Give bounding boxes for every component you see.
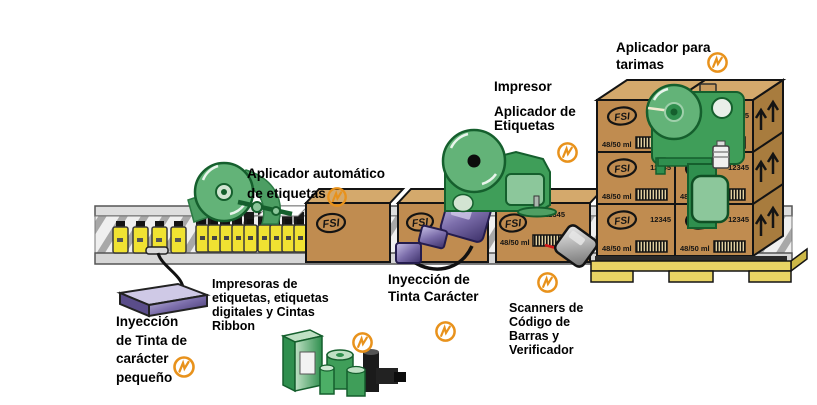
label-printer-applicator: Impresor Aplicador de Etiquetas <box>494 79 576 134</box>
print-head <box>145 246 169 255</box>
box-code: 12345 <box>728 163 749 172</box>
box-volume: 48/50 ml <box>602 244 632 253</box>
box-volume: 48/50 ml <box>500 238 530 247</box>
box-volume: 48/50 ml <box>602 192 632 201</box>
label-printers: Impresoras de etiquetas, etiquetas digit… <box>212 277 329 333</box>
barcode-scanner <box>544 224 599 268</box>
spark-icon <box>172 355 196 384</box>
box-logo: FSI <box>614 163 631 176</box>
label-line: Ribbon <box>212 319 256 333</box>
label-char-inkjet: Inyección de Tinta Carácter <box>388 271 479 305</box>
box-code: 12345 <box>650 215 671 224</box>
label-line: Inyección de <box>388 272 470 287</box>
box-code: 12345 <box>728 215 749 224</box>
label-line: carácter <box>116 351 169 366</box>
small-character-inkjet <box>116 246 211 318</box>
box-logo: FSI <box>614 111 631 124</box>
label-line: de etiquetas <box>247 186 326 201</box>
spark-icon <box>706 51 729 79</box>
printer-applicator-machine <box>441 128 557 218</box>
printer-cable <box>413 245 474 271</box>
label-line: de Tinta de <box>116 332 188 348</box>
pallet-applicator-machine <box>645 83 745 229</box>
box-logo: FSI <box>322 217 341 231</box>
auto-label-applicator-machine <box>187 161 293 225</box>
wooden-pallet <box>590 247 808 283</box>
label-line: Impresoras de <box>212 277 298 291</box>
label-pallet-applicator: Aplicador para tarimas <box>616 39 711 73</box>
label-line: Código de <box>509 315 571 329</box>
label-line: pequeño <box>116 369 173 385</box>
label-scanners: Scanners de Código de Barras y Verificad… <box>509 301 583 357</box>
tamp-pad <box>517 206 557 218</box>
spark-icon <box>556 141 579 169</box>
label-auto-applicator: Aplicador automático de etiquetas <box>247 164 385 204</box>
spark-icon <box>434 320 457 348</box>
applicator-arm <box>237 199 293 217</box>
label-line: Aplicador para <box>616 40 711 55</box>
label-line: Barras y <box>509 329 560 343</box>
label-line: Verificador <box>509 343 574 357</box>
stack-drum <box>712 140 730 169</box>
label-line: etiquetas, etiquetas <box>212 291 329 305</box>
box-volume: 48/50 ml <box>680 244 710 253</box>
label-small-char-inkjet: Inyección de Tinta de carácter pequeño <box>116 313 187 387</box>
spark-icon <box>536 271 559 299</box>
label-line: Impresor <box>494 79 552 94</box>
label-line: Aplicador de <box>494 103 576 119</box>
label-line: Etiquetas <box>494 118 555 133</box>
spark-icon <box>351 331 374 359</box>
label-line: Inyección <box>116 314 179 329</box>
box-logo: FSI <box>504 217 523 231</box>
label-line: tarimas <box>616 57 665 72</box>
this-way-up-icon <box>754 99 780 236</box>
label-line: Aplicador automático <box>247 166 386 181</box>
box-barcode <box>713 240 746 253</box>
label-printers-group <box>280 329 406 397</box>
tamp-pad <box>690 174 730 224</box>
box-barcode <box>635 240 668 253</box>
box-volume: 48/50 ml <box>602 140 632 149</box>
label-line: Scanners de <box>509 301 584 315</box>
bottle-tray <box>195 212 258 253</box>
spark-icon <box>326 186 348 213</box>
label-line: Tinta Carácter <box>388 289 479 304</box>
label-line: digitales y Cintas <box>212 305 315 319</box>
box-barcode <box>635 188 668 201</box>
box-logo: FSI <box>614 215 631 228</box>
